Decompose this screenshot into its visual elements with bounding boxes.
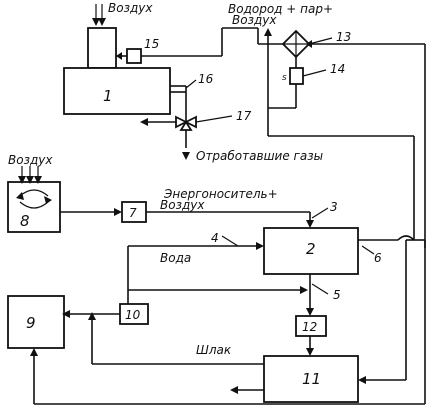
exhaust-gases-label: Отработавшие газы <box>196 149 323 163</box>
block-9: 9 <box>7 295 65 349</box>
ref-3: 3 <box>330 200 338 214</box>
block-7: 7 <box>121 201 147 223</box>
air-input-arrows-top <box>92 4 106 26</box>
element-14: s <box>268 57 304 109</box>
block-8: 8 <box>7 181 61 233</box>
block-10: 10 <box>119 303 149 325</box>
steam-return-line <box>264 28 415 248</box>
block-10-label: 10 <box>125 308 141 322</box>
element-16 <box>170 85 187 148</box>
ref-14: 14 <box>330 62 345 76</box>
block-1: 1 <box>63 27 171 115</box>
hydrogen-steam-air-line <box>221 27 283 56</box>
block-12: 12 <box>295 315 327 337</box>
air-top-label: Воздух <box>108 1 153 15</box>
ref-17: 17 <box>236 109 252 123</box>
ref-16: 16 <box>198 72 214 86</box>
slag-label: Шлак <box>196 343 232 357</box>
line-6 <box>358 235 426 248</box>
ref-5: 5 <box>333 288 341 302</box>
block-8-label: 8 <box>20 212 30 230</box>
svg-text:s: s <box>282 73 287 83</box>
water-line <box>127 242 264 304</box>
block-11: 11 <box>263 355 359 403</box>
block-1-label: 1 <box>103 87 113 105</box>
water-label: Вода <box>160 251 191 265</box>
element-15 <box>116 48 222 64</box>
block-2-label: 2 <box>306 240 316 258</box>
block-12-label: 12 <box>302 320 317 334</box>
block-11-label: 11 <box>302 370 321 388</box>
energy-carrier-label-1: Энергоноситель+ <box>163 187 278 201</box>
ref-6: 6 <box>374 251 382 265</box>
block-2: 2 <box>263 227 359 275</box>
line-5 <box>128 274 314 316</box>
valve-17 <box>140 115 197 131</box>
air-left-label: Воздух <box>8 153 53 167</box>
ref-4: 4 <box>211 231 219 245</box>
ref-15: 15 <box>144 37 159 51</box>
hydrogen-steam-air-label-2: Воздух <box>232 13 277 27</box>
air-input-arrows-left <box>18 166 42 184</box>
ref-13: 13 <box>336 30 351 44</box>
hydrogen-steam-air-label-1: Водород + пар+ <box>228 2 333 16</box>
element-13-heat-exchanger <box>281 29 311 59</box>
block-9-label: 9 <box>26 314 36 332</box>
block-7-label: 7 <box>129 206 137 220</box>
energy-carrier-label-2: Воздух <box>160 198 205 212</box>
